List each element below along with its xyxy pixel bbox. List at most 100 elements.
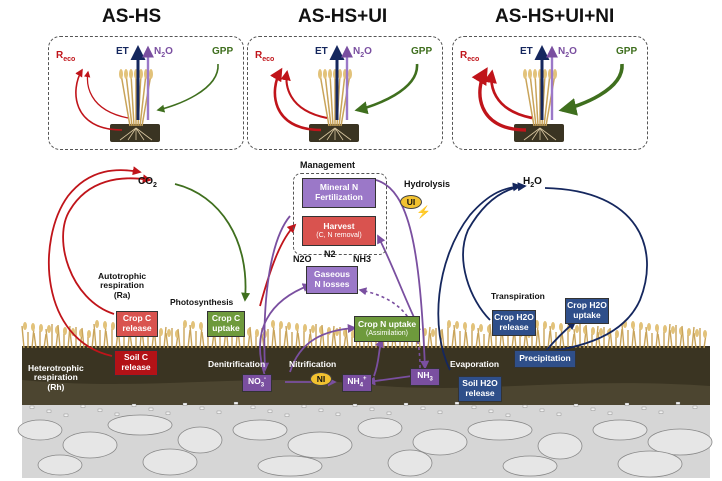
plant-stem [120, 73, 131, 127]
grain-head [295, 323, 299, 331]
grain-head [39, 324, 43, 332]
grass-blade [669, 329, 673, 349]
et-label-1: ET [315, 46, 328, 57]
grain-head [591, 327, 595, 335]
plant-head [528, 69, 532, 79]
reco-arrow-inner [84, 70, 129, 119]
grain-head [671, 326, 675, 334]
grass-blade [571, 333, 575, 349]
ui-inhibitor-oval: UI [400, 195, 422, 209]
reco-label-0: Reco [56, 50, 76, 63]
n2o-label-0: N2O [154, 46, 173, 59]
rock [107, 414, 173, 436]
grass-blade [271, 323, 275, 349]
rock [467, 419, 533, 441]
soil-c-release-line1: Soil C [123, 352, 149, 363]
grass-blade [475, 332, 479, 349]
grain-head [431, 329, 435, 337]
grass-blade [81, 327, 85, 349]
crop-h2o-release-line2: release [499, 322, 529, 332]
stone [114, 412, 120, 416]
n2o-label-1: N2O [353, 46, 372, 59]
reco-label-1: Reco [255, 50, 275, 63]
crop-h2o-release-box: Crop H2O release [492, 310, 536, 336]
plant-root [135, 127, 145, 141]
stone [692, 405, 698, 409]
plant-head [119, 69, 123, 79]
grass-blade [105, 330, 109, 349]
plant-head [338, 69, 342, 79]
grass-blade [33, 332, 37, 349]
grain-head [271, 320, 275, 328]
panel-soil-block [309, 124, 359, 142]
rocks [17, 414, 713, 478]
grass-blade [333, 331, 337, 349]
grain-head [47, 325, 51, 333]
grass-blade [57, 324, 61, 349]
plant-head [124, 69, 128, 79]
grass-blade [657, 333, 661, 349]
mineral-n-line1: Mineral N [319, 182, 359, 193]
grass-blade [451, 329, 455, 349]
gpp-label-2: GPP [616, 46, 638, 57]
grass-blade [21, 325, 25, 349]
grass-blade [43, 333, 47, 349]
harvest-line1: Harvest [323, 221, 355, 232]
n2o-gas-label: N2O [293, 254, 312, 264]
grain-head [695, 329, 699, 337]
plant-root [119, 127, 137, 141]
grain-head [335, 328, 339, 336]
grain-head [647, 323, 651, 331]
harvest-line2: (C, N removal) [316, 231, 362, 239]
stone [233, 401, 239, 405]
grain-head [255, 329, 259, 337]
harvest-c-arrow [259, 223, 297, 307]
plant-stem [338, 73, 346, 127]
plant-stem [319, 73, 330, 127]
grass-blade [477, 327, 481, 349]
stone [318, 408, 324, 412]
stone [199, 406, 205, 410]
grain-head [159, 328, 163, 336]
nh4-uptake-arrow [373, 338, 384, 377]
mineral-n-line2: Fertilization [315, 192, 363, 202]
grass-blade [249, 326, 253, 349]
title-as-hs-ui: AS-HS+UI [298, 6, 388, 27]
reco-label-2: Reco [460, 50, 480, 63]
grass-blade [429, 332, 433, 349]
grain-head [663, 325, 667, 333]
grass-blade [621, 323, 625, 349]
grass-blade [165, 332, 169, 349]
soil-water-uptake-arrow [544, 320, 577, 353]
grass-blade [645, 326, 649, 349]
title-as-hs: AS-HS [102, 6, 162, 27]
plant-root [318, 127, 336, 141]
plant-stem [524, 73, 535, 127]
gaseous-line2: N losses [314, 279, 350, 289]
grain-head [183, 320, 187, 328]
grass-blade [309, 328, 313, 349]
panel-graphic-0 [75, 45, 219, 142]
stone [505, 413, 511, 417]
grass-blade [547, 330, 551, 349]
ni-inhibitor-oval: NI [310, 372, 332, 386]
grass-blade [691, 326, 695, 349]
rock [412, 428, 468, 456]
heterotrophic-line3: (Rh) [47, 381, 65, 392]
stone [590, 407, 596, 411]
rock [537, 432, 583, 460]
gpp-label-1: GPP [411, 46, 433, 57]
stone [522, 404, 528, 408]
grass-blade [189, 324, 193, 349]
grass-blade [633, 330, 637, 349]
panel-graphic-2 [471, 45, 624, 142]
et-label-2: ET [520, 46, 533, 57]
grain-head [479, 324, 483, 332]
plant-root [127, 127, 137, 141]
heterotrophic-respiration-label: Heterotrophic respiration (Rh) [28, 363, 84, 392]
plant-root [334, 127, 352, 141]
plant-head [323, 69, 327, 79]
grass-blade [93, 323, 97, 349]
stone [454, 401, 460, 405]
grain-head [543, 321, 547, 329]
